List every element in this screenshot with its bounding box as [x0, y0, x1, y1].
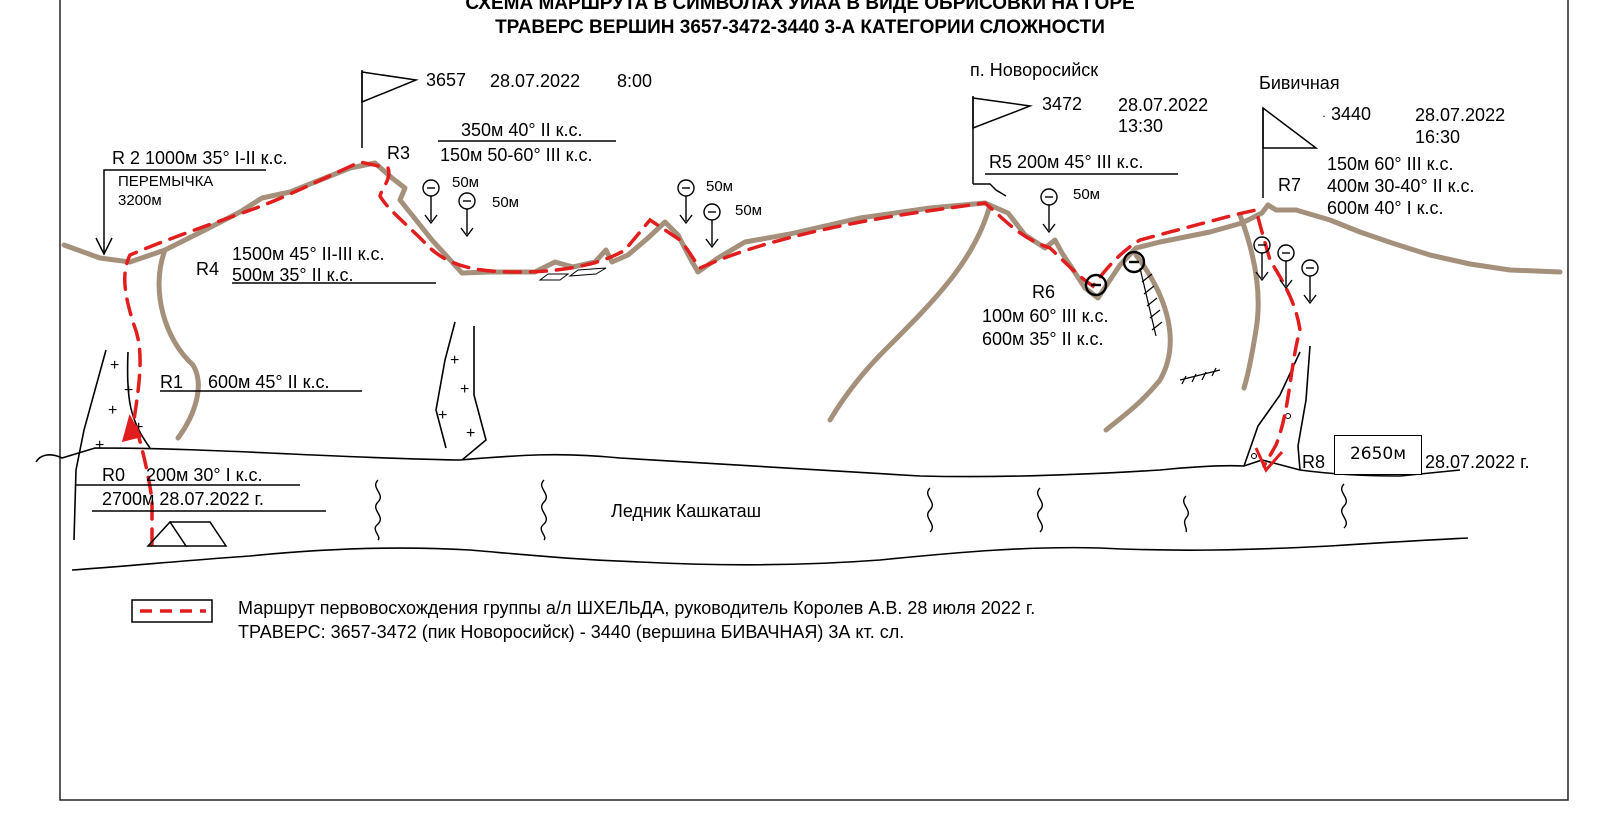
r8-altitude-box: 2650м [1334, 435, 1422, 475]
legend-line1: Маршрут первовосхождения группы а/л ШХЕЛ… [238, 598, 1036, 618]
peak-3440-date: 28.07.2022 [1415, 105, 1506, 125]
r1-label: R1 [160, 372, 184, 392]
r3-label: R3 [387, 143, 411, 163]
r8-date: 28.07.2022 г. [1425, 452, 1530, 472]
peak-3472-date: 28.07.2022 [1118, 95, 1209, 115]
r7-line1: 150м 60° III к.с. [1327, 154, 1454, 174]
peak-3440-name: Бивичная [1259, 73, 1340, 93]
crevasses [374, 479, 1347, 541]
rappel-icons [422, 179, 1319, 305]
rappel-length-3: 50м [706, 178, 733, 195]
peak-3472-alt: 3472 [1042, 94, 1083, 114]
route-line [123, 160, 1302, 547]
r3-line2: 150м 50-60° III к.с. [440, 145, 593, 165]
r4-line1: 1500м 45° II-III к.с. [232, 244, 385, 264]
peak-3440-time: 16:30 [1415, 127, 1461, 147]
svg-text:+: + [124, 382, 133, 399]
r6-label: R6 [1032, 282, 1056, 302]
r8-label: R8 [1302, 452, 1326, 472]
peak-3657-time: 8:00 [617, 71, 653, 91]
peak-3657-alt: 3657 [426, 70, 467, 90]
rappel-length-4: 50м [735, 202, 762, 219]
svg-text:+: + [95, 437, 104, 454]
saddle-pointer [95, 169, 266, 256]
svg-text:+: + [438, 407, 447, 424]
svg-text:+: + [134, 419, 143, 436]
rappel-length-2: 50м [492, 194, 519, 211]
r0-label: R0 [102, 465, 126, 485]
r1-line1: 600м 45° II к.с. [208, 372, 330, 392]
r3-line1: 350м 40° II к.с. [461, 120, 583, 140]
icefall-marks: +++ ++ ++++ [95, 352, 475, 454]
rock-blocks [538, 267, 607, 281]
r0-line2: 2700м 28.07.2022 г. [102, 489, 264, 509]
peak-3472-name: п. Новоросийск [970, 60, 1099, 80]
rappel-length-1: 50м [452, 174, 479, 191]
svg-text:+: + [450, 352, 459, 369]
diagram-title-line2: ТРАВЕРС ВЕРШИН 3657-3472-3440 3-А КАТЕГО… [495, 17, 1105, 38]
route-arrows [121, 414, 1284, 473]
legend-swatch [131, 599, 213, 623]
diagram-title-line1: СХЕМА МАРШРУТА В СИМВОЛАХ УИАА В ВИДЕ ОБ… [465, 0, 1135, 14]
svg-text:+: + [460, 381, 469, 398]
diagram-frame [59, 0, 1569, 801]
rock-hatching [1139, 267, 1221, 385]
r0-line1: 200м 30° I к.с. [146, 465, 263, 485]
r4-label: R4 [196, 259, 220, 279]
svg-text:+: + [108, 402, 117, 419]
r4-line2: 500м 35° II к.с. [232, 265, 354, 285]
r6-line2: 600м 35° II к.с. [982, 329, 1104, 349]
svg-text:+: + [110, 357, 119, 374]
summit-flags [361, 70, 1319, 198]
peak-3440-alt-value: 3440 [1331, 104, 1372, 124]
glacier-outline [35, 321, 1469, 571]
r6-line1: 100м 60° III к.с. [982, 306, 1109, 326]
glacier-name: Ледник Кашкаташ [611, 501, 762, 521]
r5-label: R5 200м 45° III к.с. [989, 152, 1144, 172]
saddle-alt: 3200м [118, 192, 162, 209]
peak-3472-time: 13:30 [1118, 116, 1164, 136]
r2-label: R 2 1000м 35° I-II к.с. [112, 148, 288, 168]
saddle-name: ПЕРЕМЫЧКА [118, 173, 214, 190]
r7-label: R7 [1278, 175, 1302, 195]
rappel-length-5: 50м [1073, 186, 1100, 203]
r7-line3: 600м 40° I к.с. [1327, 198, 1444, 218]
side-ridges [156, 202, 1261, 441]
tent-icon [146, 520, 228, 547]
legend-line2: ТРАВЕРС: 3657-3472 (пик Новоросийск) - 3… [238, 622, 905, 642]
svg-text:+: + [466, 425, 475, 442]
peak-3657-date: 28.07.2022 [490, 71, 581, 91]
r7-line2: 400м 30-40° II к.с. [1327, 176, 1475, 196]
label-rules [76, 140, 1178, 512]
peak-3440-alt: · 3440 [1322, 104, 1372, 124]
